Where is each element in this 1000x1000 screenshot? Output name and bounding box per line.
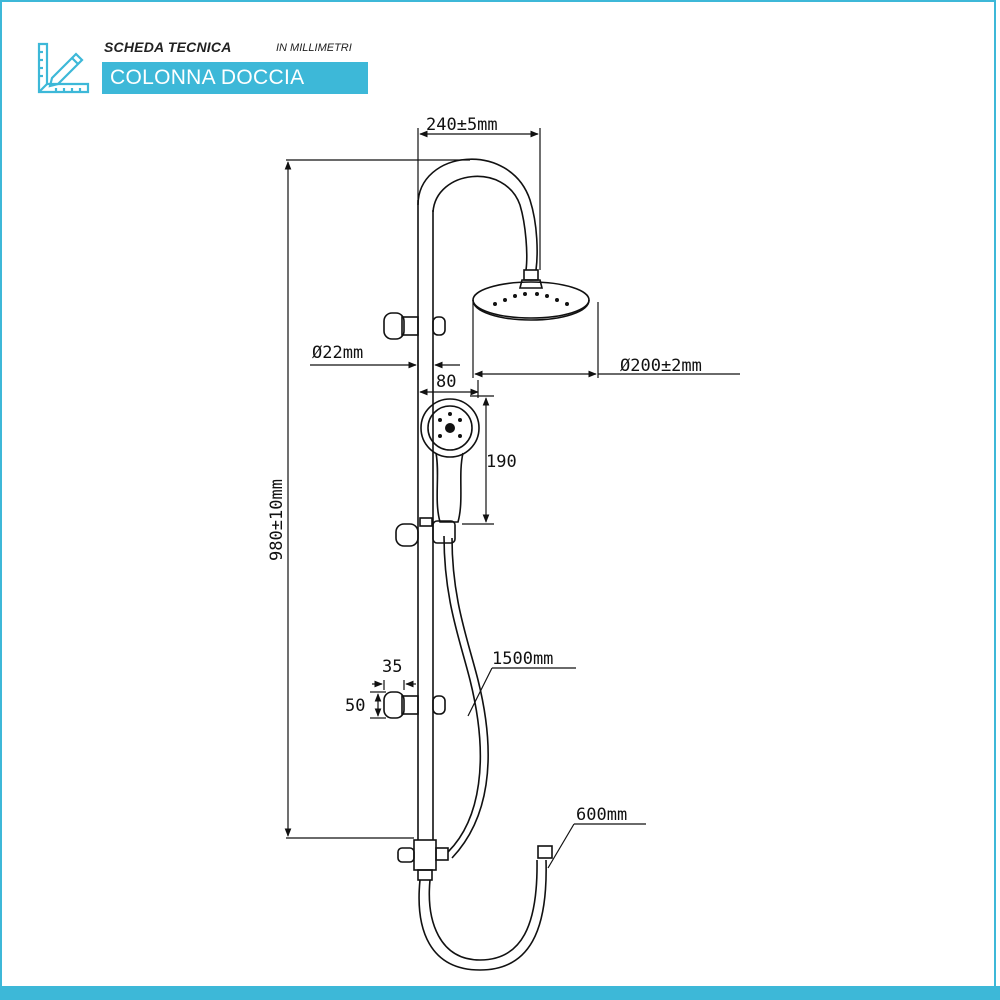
gooseneck-arm [417,158,538,271]
dim-hose-long: 1500mm [492,649,553,669]
dim-arm-reach: 240±5mm [426,115,498,135]
dim-hose-short: 600mm [576,805,627,825]
diverter-valve [397,839,449,881]
dim-bracket-height: 50 [345,696,365,716]
ruler-pencil-icon [37,42,90,94]
product-banner: COLONNA DOCCIA [102,62,368,94]
hose-1500 [443,535,489,859]
hose-600 [418,845,553,971]
wall-bracket-top [383,312,446,340]
doc-title: SCHEDA TECNICA [104,39,232,55]
dim-bar-diameter: Ø22mm [312,343,363,363]
nozzle-pattern [438,292,569,438]
shower-head-connector [518,269,544,289]
doc-subtitle: IN MILLIMETRI [276,42,352,54]
rain-shower-head [472,281,590,321]
dim-total-height: 980±10mm [267,479,287,561]
dim-hand-shower-length: 190 [486,452,517,472]
bottom-accent-bar [0,986,1000,1000]
dim-head-diameter: Ø200±2mm [620,356,702,376]
wall-bracket-bottom [383,691,446,719]
hand-shower [420,398,480,523]
dim-hand-shower-width: 80 [436,372,456,392]
dim-bracket-width: 35 [382,657,402,677]
